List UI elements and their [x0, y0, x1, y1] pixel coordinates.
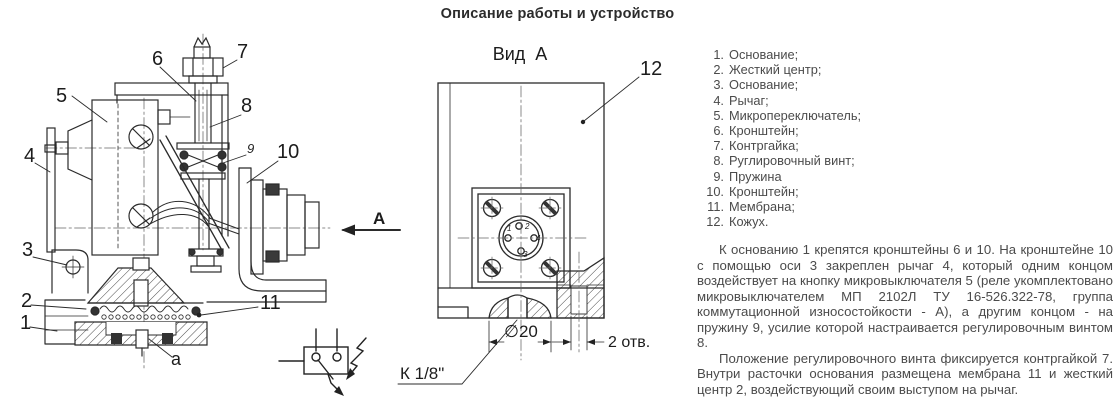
- item-number: 11.: [707, 199, 724, 215]
- view-a-labels: Вид А 12 А ∅20 2 отв. К 1/8" 1 2 4 3: [373, 44, 662, 383]
- callout-12-leader: [580, 76, 640, 125]
- microswitch-schematic-icon: [278, 328, 367, 396]
- item-label: Кожух.: [729, 214, 769, 230]
- parts-list-item: 9. Пружина: [697, 169, 1113, 184]
- pin-label-3: 3: [523, 250, 528, 259]
- parts-list: 1. Основание; 2. Жесткий центр; 3. Основани…: [697, 47, 1113, 229]
- pin-label-2: 2: [524, 222, 530, 231]
- callout-5: 5: [56, 85, 67, 107]
- item-label: Контргайка;: [729, 138, 799, 154]
- item-label: Основание;: [729, 47, 799, 62]
- parts-list-item: 10. Кронштейн;: [697, 184, 1113, 199]
- lever-arm-and-wires: [149, 135, 240, 253]
- figure-main-view: [29, 33, 331, 369]
- parts-list-item: 6. Кронштейн;: [697, 123, 1113, 138]
- technical-drawings: 5 6 7 8 9 10 4 3 2 1 11 a: [20, 33, 662, 396]
- item-label: Пружина: [729, 168, 782, 184]
- callout-9: 9: [247, 141, 254, 156]
- item-number: 8.: [713, 153, 724, 169]
- section-arrow: [341, 224, 401, 236]
- item-label: Кронштейн;: [729, 183, 799, 199]
- parts-list-item: 8. Руглировочный винт;: [697, 153, 1113, 168]
- callout-12: 12: [640, 58, 662, 80]
- parts-list-item: 12. Кожух.: [697, 214, 1113, 229]
- callout-4: 4: [24, 145, 35, 167]
- page-title: Описание работы и устройство: [440, 6, 675, 22]
- item-label: Основание;: [729, 77, 799, 93]
- parts-list-item: 4. Рычаг;: [697, 93, 1113, 108]
- description-paragraph-1: К основанию 1 крепятся кронштейны 6 и 10…: [697, 242, 1113, 351]
- microswitch-body: [44, 99, 191, 256]
- section-arrow-label: А: [373, 209, 385, 228]
- thread-label: К 1/8": [400, 364, 444, 383]
- item-label: Жесткий центр;: [729, 62, 822, 78]
- callout-a: a: [171, 349, 182, 369]
- item-label: Кронштейн;: [729, 123, 799, 139]
- parts-list-item: 11. Мембрана;: [697, 199, 1113, 214]
- item-number: 9.: [713, 168, 724, 184]
- callout-2: 2: [21, 290, 32, 312]
- base-dome-right: [526, 297, 552, 319]
- callout-10: 10: [277, 141, 299, 163]
- item-number: 4.: [713, 92, 724, 108]
- item-label: Мембрана;: [729, 199, 795, 215]
- item-number: 1.: [713, 47, 724, 62]
- callout-6: 6: [152, 48, 163, 70]
- axis-bracket: [51, 249, 89, 294]
- main-view-callouts: 5 6 7 8 9 10 4 3 2 1 11 a: [20, 41, 299, 369]
- adjusting-screw-assembly: [176, 36, 230, 273]
- connector-side-view: [250, 179, 320, 275]
- base-dome-left: [488, 297, 509, 319]
- callout-7: 7: [237, 41, 248, 63]
- item-number: 3.: [713, 77, 724, 93]
- item-number: 10.: [706, 183, 724, 199]
- item-number: 7.: [713, 138, 724, 154]
- dimensions: [397, 315, 605, 385]
- item-number: 5.: [713, 107, 724, 123]
- dim-diameter-label: ∅20: [504, 322, 538, 341]
- pin-label-1: 1: [507, 224, 511, 233]
- parts-list-item: 2. Жесткий центр;: [697, 62, 1113, 77]
- callout-8: 8: [241, 95, 252, 117]
- item-number: 2.: [713, 62, 724, 78]
- dim-holes-label: 2 отв.: [608, 334, 650, 351]
- item-label: Руглировочный винт;: [729, 153, 855, 169]
- lever-bar: [46, 127, 56, 253]
- callout-3: 3: [22, 239, 33, 261]
- callout-leaders: [29, 59, 279, 358]
- figure-view-a: [341, 76, 640, 385]
- description-paragraph-2: Положение регулировочного винта фиксируе…: [697, 350, 1113, 397]
- parts-list-item: 5. Микропереключатель;: [697, 108, 1113, 123]
- view-a-title: Вид А: [493, 44, 548, 64]
- base-and-membrane: [44, 257, 327, 357]
- parts-list-item: 3. Основание;: [697, 77, 1113, 92]
- lower-bracket: [238, 167, 327, 292]
- item-number: 6.: [713, 123, 724, 139]
- item-label: Микропереключатель;: [729, 107, 862, 123]
- callout-11: 11: [260, 292, 281, 314]
- item-number: 12.: [706, 214, 724, 230]
- description-text: К основанию 1 крепятся кронштейны 6 и 10…: [697, 242, 1113, 397]
- parts-list-item: 1. Основание;: [697, 47, 1113, 62]
- parts-list-item: 7. Контргайка;: [697, 138, 1113, 153]
- text-column: 1. Основание; 2. Жесткий центр; 3. Основани…: [697, 47, 1113, 397]
- callout-1: 1: [20, 312, 31, 334]
- item-label: Рычаг;: [729, 92, 769, 108]
- view-a-centerlines: [457, 85, 589, 361]
- pin-label-4: 4: [536, 234, 541, 243]
